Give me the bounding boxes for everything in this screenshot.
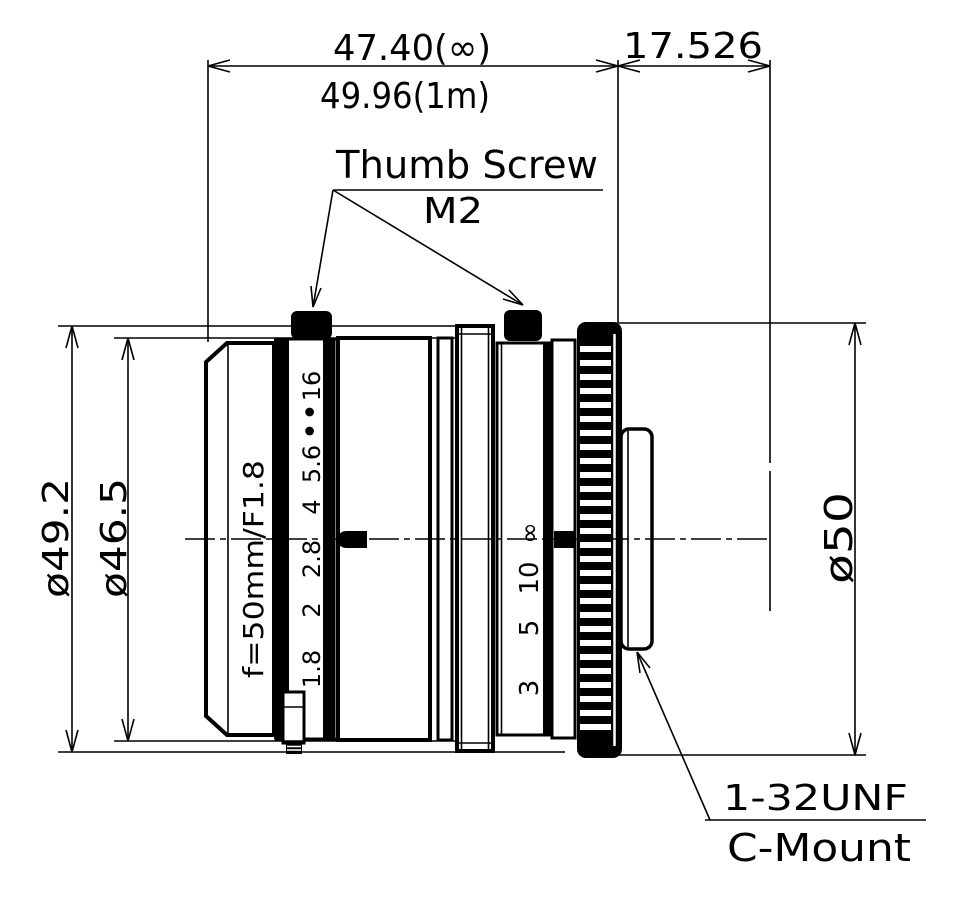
dim-dia-front: ø49.2 bbox=[36, 478, 77, 598]
aperture-value: 4 bbox=[298, 499, 326, 514]
aperture-value: 2.8 bbox=[298, 540, 326, 578]
mount-thread-label: 1-32UNF bbox=[723, 778, 908, 819]
mount-callout: 1-32UNF C-Mount bbox=[636, 651, 926, 870]
dim-dia-mount-ring: ø50 bbox=[817, 492, 861, 584]
aperture-value: 2 bbox=[298, 602, 326, 617]
thumb-screw-label: Thumb Screw bbox=[335, 143, 598, 187]
aperture-value: 5.6 bbox=[298, 445, 326, 483]
aperture-dot: • bbox=[294, 403, 329, 421]
dim-length-1m: 49.96(1m) bbox=[320, 76, 490, 117]
focus-value: ∞ bbox=[515, 522, 545, 544]
focus-value: 5 bbox=[515, 620, 545, 637]
rear-index-notch bbox=[554, 531, 575, 548]
top-dimensions: 47.40(∞) 49.96(1m) 17.526 bbox=[207, 26, 771, 611]
iris-lock-tab bbox=[281, 690, 306, 754]
thumb-screw-front bbox=[291, 311, 332, 339]
aperture-value: 16 bbox=[298, 371, 326, 402]
knurled-ring bbox=[577, 322, 622, 758]
lens-body: 16 • • 5.6 4 2.8 2 1.8 f=50mm/F1.8 bbox=[204, 310, 654, 758]
focus-value: 10 bbox=[515, 561, 545, 594]
aperture-value: 1.8 bbox=[298, 650, 326, 688]
dim-flange-back: 17.526 bbox=[623, 26, 763, 67]
dim-length-infinity: 47.40(∞) bbox=[333, 28, 491, 69]
lens-spec-marking: f=50mm/F1.8 bbox=[237, 460, 270, 678]
dim-dia-barrel: ø46.5 bbox=[94, 478, 135, 598]
right-dimension: ø50 bbox=[615, 322, 866, 756]
thumb-screw-size-label: M2 bbox=[423, 191, 483, 232]
aperture-dot: • bbox=[294, 422, 329, 440]
focus-index-pointer bbox=[338, 531, 367, 548]
aperture-scale: 16 • • 5.6 4 2.8 2 1.8 bbox=[294, 371, 329, 688]
thumb-screw-callout: Thumb Screw M2 bbox=[310, 143, 603, 308]
left-dimensions: ø49.2 ø46.5 bbox=[36, 325, 565, 753]
focus-value: 3 bbox=[515, 680, 545, 697]
focus-scale: ∞ 10 5 3 bbox=[515, 522, 545, 696]
thumb-screw-rear bbox=[504, 310, 542, 341]
mount-type-label: C-Mount bbox=[727, 826, 911, 870]
